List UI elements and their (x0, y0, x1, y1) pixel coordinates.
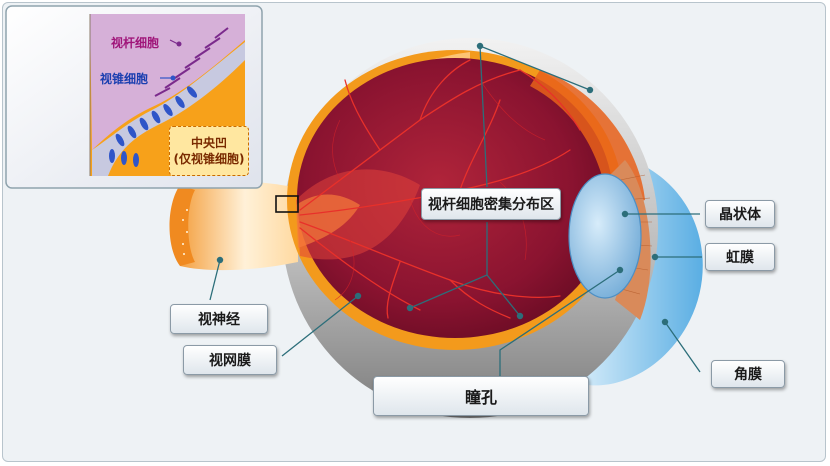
fovea-callout: 中央凹 (仅视锥细胞) (169, 126, 249, 176)
label-rod-dense-region: 视杆细胞密集分布区 (421, 188, 561, 220)
inset-label-cone-cells: 视锥细胞 (100, 72, 149, 86)
optic-nerve-shape (180, 180, 298, 271)
label-retina: 视网膜 (183, 345, 277, 375)
optic-nerve-end-shape (169, 185, 195, 266)
leader-dots (216, 42, 669, 326)
inset-cone-cells (109, 86, 198, 167)
optic-nerve-dots (182, 209, 188, 255)
label-pupil: 瞳孔 (373, 376, 589, 416)
label-lens: 晶状体 (705, 200, 775, 228)
label-optic-nerve: 视神经 (170, 304, 268, 334)
inset-rod-cells (154, 27, 229, 97)
lens-shape (568, 173, 642, 299)
leader-lines (209, 45, 702, 376)
label-iris: 虹膜 (705, 243, 775, 271)
label-cornea: 角膜 (711, 360, 785, 388)
fovea-marker-box (275, 195, 299, 213)
fovea-title: 中央凹 (190, 136, 227, 150)
inset-label-rod-cells: 视杆细胞 (111, 36, 160, 50)
fovea-note: (仅视锥细胞) (173, 152, 245, 166)
